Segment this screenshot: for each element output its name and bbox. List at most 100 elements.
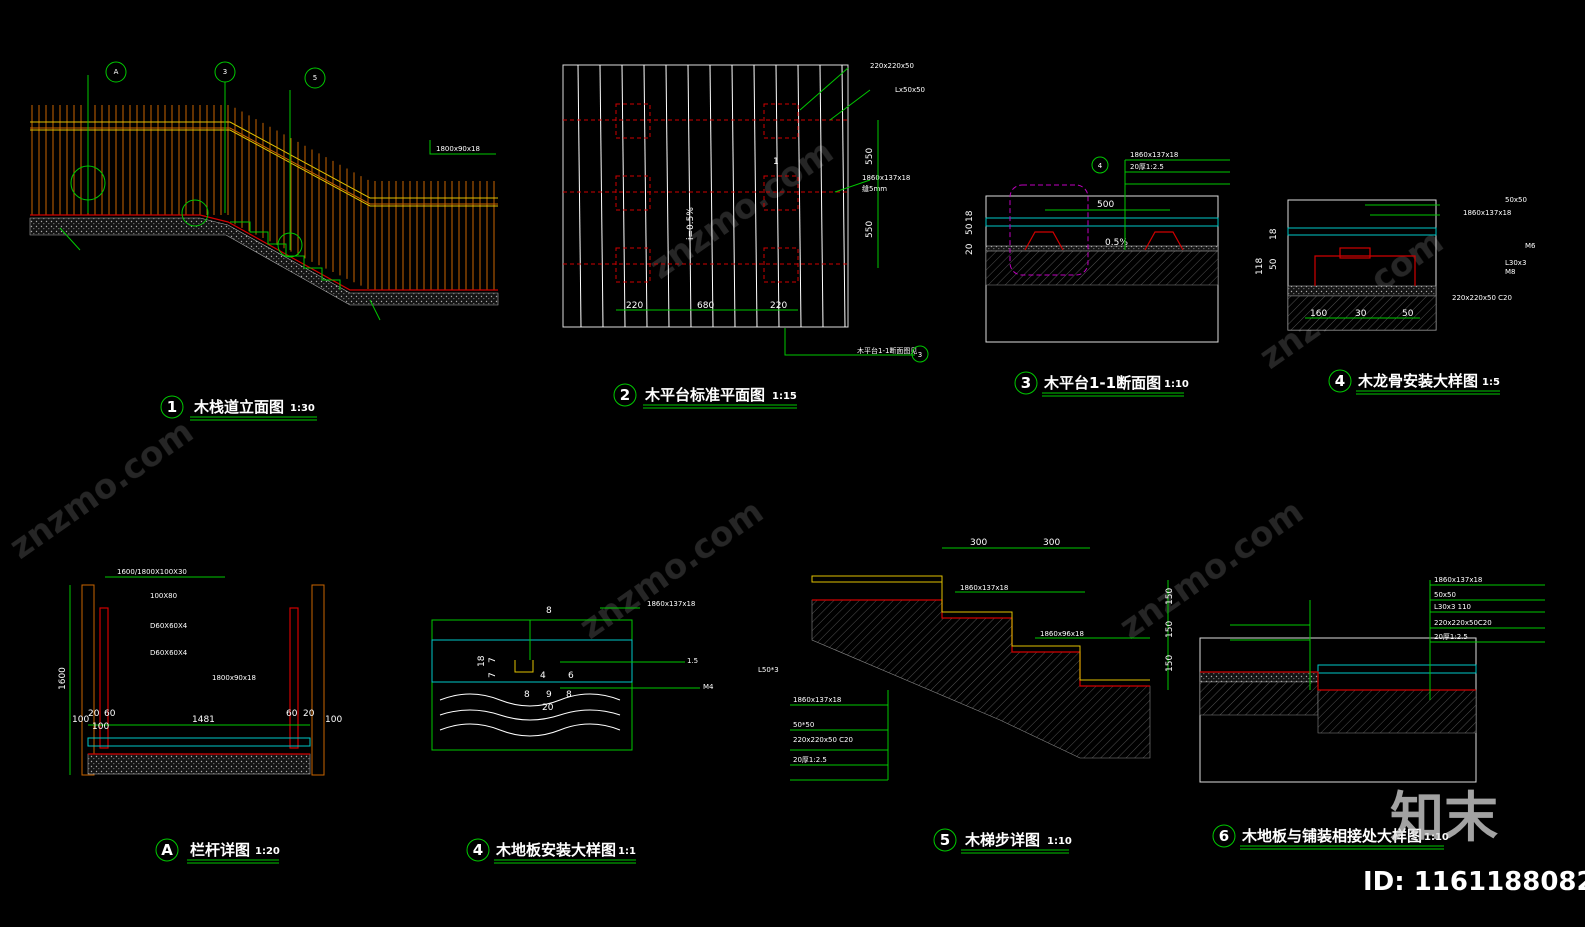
- svg-text:6: 6: [1219, 827, 1229, 845]
- watermark-url: znzmo.com: [572, 492, 771, 648]
- svg-text:50: 50: [1402, 309, 1414, 319]
- title-blocks: 1 木栈道立面图 1:30 2 木平台标准平面图 1:15 3 木平台1-1断面…: [155, 369, 1500, 864]
- image-id: ID: 1161188082: [1363, 867, 1585, 897]
- svg-text:1860x137x18: 1860x137x18: [793, 696, 841, 704]
- svg-text:1: 1: [167, 398, 177, 416]
- svg-text:1860x137x18: 1860x137x18: [862, 174, 910, 182]
- floor-detail-drawing: 8 1860x137x18 1.5 M4 18 7 7 4 6 8 9 8 20: [431, 600, 714, 751]
- deck-board-line: [687, 64, 692, 328]
- svg-text:1860x137x18: 1860x137x18: [647, 600, 695, 608]
- svg-text:220: 220: [626, 301, 643, 311]
- svg-text:L50*3: L50*3: [758, 666, 779, 674]
- svg-text:50: 50: [1269, 258, 1279, 270]
- svg-text:1481: 1481: [192, 715, 215, 725]
- svg-text:50*50: 50*50: [793, 721, 814, 729]
- svg-text:20厚1:2.5: 20厚1:2.5: [1130, 163, 1164, 171]
- svg-text:D60X60X4: D60X60X4: [150, 649, 188, 657]
- svg-text:150: 150: [1165, 621, 1175, 638]
- brand-logo-text: 知末: [1390, 786, 1498, 849]
- deck-board-line: [797, 64, 802, 328]
- svg-text:4: 4: [1098, 162, 1103, 170]
- drawing-title-3: 3 木平台1-1断面图 1:10: [1014, 371, 1189, 397]
- svg-text:220x220x50 C20: 220x220x50 C20: [793, 736, 853, 744]
- svg-text:L30x3: L30x3: [1505, 259, 1526, 267]
- svg-text:木地板安装大样图: 木地板安装大样图: [495, 841, 616, 859]
- svg-text:20: 20: [965, 243, 975, 255]
- svg-text:A: A: [161, 841, 173, 859]
- svg-text:木龙骨安装大样图: 木龙骨安装大样图: [1357, 372, 1478, 390]
- svg-text:220x220x50: 220x220x50: [870, 62, 914, 70]
- svg-text:7: 7: [488, 672, 498, 678]
- svg-text:1:10: 1:10: [1164, 379, 1189, 390]
- callout-bubble-a: A: [105, 61, 127, 83]
- svg-text:1:30: 1:30: [290, 403, 315, 414]
- svg-text:60: 60: [104, 709, 116, 719]
- svg-text:30: 30: [1355, 309, 1367, 319]
- joist-detail-drawing: 50x50 1860x137x18 M6 L30x3 M8 220x220x50…: [1255, 196, 1536, 331]
- svg-text:M4: M4: [703, 683, 714, 691]
- svg-text:木栈道立面图: 木栈道立面图: [193, 398, 284, 416]
- deck-board-line: [709, 64, 714, 328]
- svg-text:20: 20: [542, 703, 554, 713]
- deck-board-line: [621, 64, 626, 328]
- svg-text:1600: 1600: [58, 667, 68, 690]
- svg-text:1800x90x18: 1800x90x18: [212, 674, 256, 682]
- drawing-title-4b: 4 木地板安装大样图 1:1: [466, 838, 636, 864]
- svg-text:50x50: 50x50: [1505, 196, 1527, 204]
- deck-board-line: [775, 64, 780, 328]
- svg-text:i=0.5%: i=0.5%: [686, 207, 696, 240]
- svg-text:1:20: 1:20: [255, 846, 280, 857]
- callout-bubble-3: 3: [214, 61, 236, 83]
- svg-text:100: 100: [92, 722, 109, 732]
- drawing-title-a: A 栏杆详图 1:20: [155, 838, 280, 864]
- svg-text:4: 4: [540, 671, 546, 681]
- plan-drawing: 220x220x50 Lx50x50 1860x137x18 缝5mm 550 …: [562, 62, 929, 363]
- svg-text:300: 300: [970, 538, 987, 548]
- svg-text:3: 3: [223, 68, 227, 76]
- svg-text:D60X60X4: D60X60X4: [150, 622, 188, 630]
- svg-text:栏杆详图: 栏杆详图: [190, 841, 250, 859]
- svg-text:1860x137x18: 1860x137x18: [1434, 576, 1482, 584]
- watermark-url: znzmo.com: [2, 412, 201, 568]
- svg-text:5: 5: [313, 74, 317, 82]
- svg-text:220x220x50 C20: 220x220x50 C20: [1452, 294, 1512, 302]
- svg-text:20厚1:2.5: 20厚1:2.5: [1434, 633, 1468, 641]
- svg-text:0.5%: 0.5%: [1105, 238, 1128, 248]
- svg-text:1860x137x18: 1860x137x18: [1463, 209, 1511, 217]
- svg-text:150: 150: [1165, 655, 1175, 672]
- svg-text:100: 100: [325, 715, 342, 725]
- svg-text:8: 8: [566, 690, 572, 700]
- callout-bubble-5: 5: [304, 67, 326, 89]
- svg-text:3: 3: [1021, 374, 1031, 392]
- svg-text:160: 160: [1310, 309, 1327, 319]
- svg-text:100: 100: [72, 715, 89, 725]
- svg-text:木地板与铺装相接处大样图: 木地板与铺装相接处大样图: [1241, 827, 1422, 845]
- svg-text:L30x3 110: L30x3 110: [1434, 603, 1471, 611]
- elevation-drawing: A 3 5 1800x90x18: [29, 61, 499, 321]
- svg-text:150: 150: [1165, 588, 1175, 605]
- deck-board-line: [731, 64, 736, 328]
- svg-text:118: 118: [1255, 258, 1265, 275]
- svg-text:9: 9: [546, 690, 552, 700]
- svg-text:1860x137x18: 1860x137x18: [960, 584, 1008, 592]
- svg-text:1:10: 1:10: [1047, 836, 1072, 847]
- watermark-url: znzmo.com: [1112, 492, 1311, 648]
- svg-text:2: 2: [620, 386, 630, 404]
- svg-text:6: 6: [568, 671, 574, 681]
- svg-text:4: 4: [1335, 372, 1345, 390]
- svg-text:M6: M6: [1525, 242, 1536, 250]
- svg-text:680: 680: [697, 301, 714, 311]
- drawing-title-2: 2 木平台标准平面图 1:15: [613, 383, 797, 409]
- svg-text:1:5: 1:5: [1482, 377, 1500, 388]
- deck-board-line: [753, 64, 758, 328]
- deck-board-line: [841, 64, 846, 328]
- svg-text:1:15: 1:15: [772, 391, 797, 402]
- svg-text:7: 7: [488, 657, 498, 663]
- svg-text:A: A: [114, 68, 119, 76]
- svg-text:1860x96x18: 1860x96x18: [1040, 630, 1084, 638]
- svg-text:550: 550: [865, 221, 875, 238]
- junction-detail-drawing: 1860x137x18 50x50 L30x3 110 220x220x50C2…: [1199, 576, 1545, 783]
- svg-text:4: 4: [473, 841, 483, 859]
- svg-text:1:10: 1:10: [1424, 832, 1449, 843]
